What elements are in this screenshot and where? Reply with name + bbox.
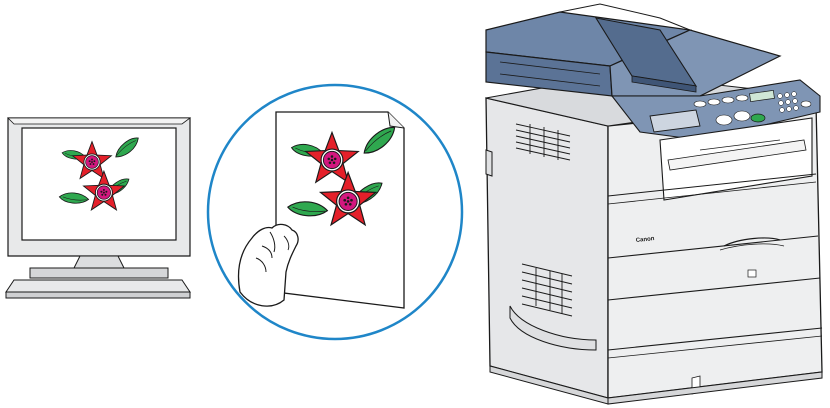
monitor-icon bbox=[6, 118, 190, 298]
printer-icon: Canon bbox=[486, 4, 822, 404]
printed-page-icon bbox=[276, 112, 404, 308]
magnified-printout bbox=[208, 85, 462, 339]
